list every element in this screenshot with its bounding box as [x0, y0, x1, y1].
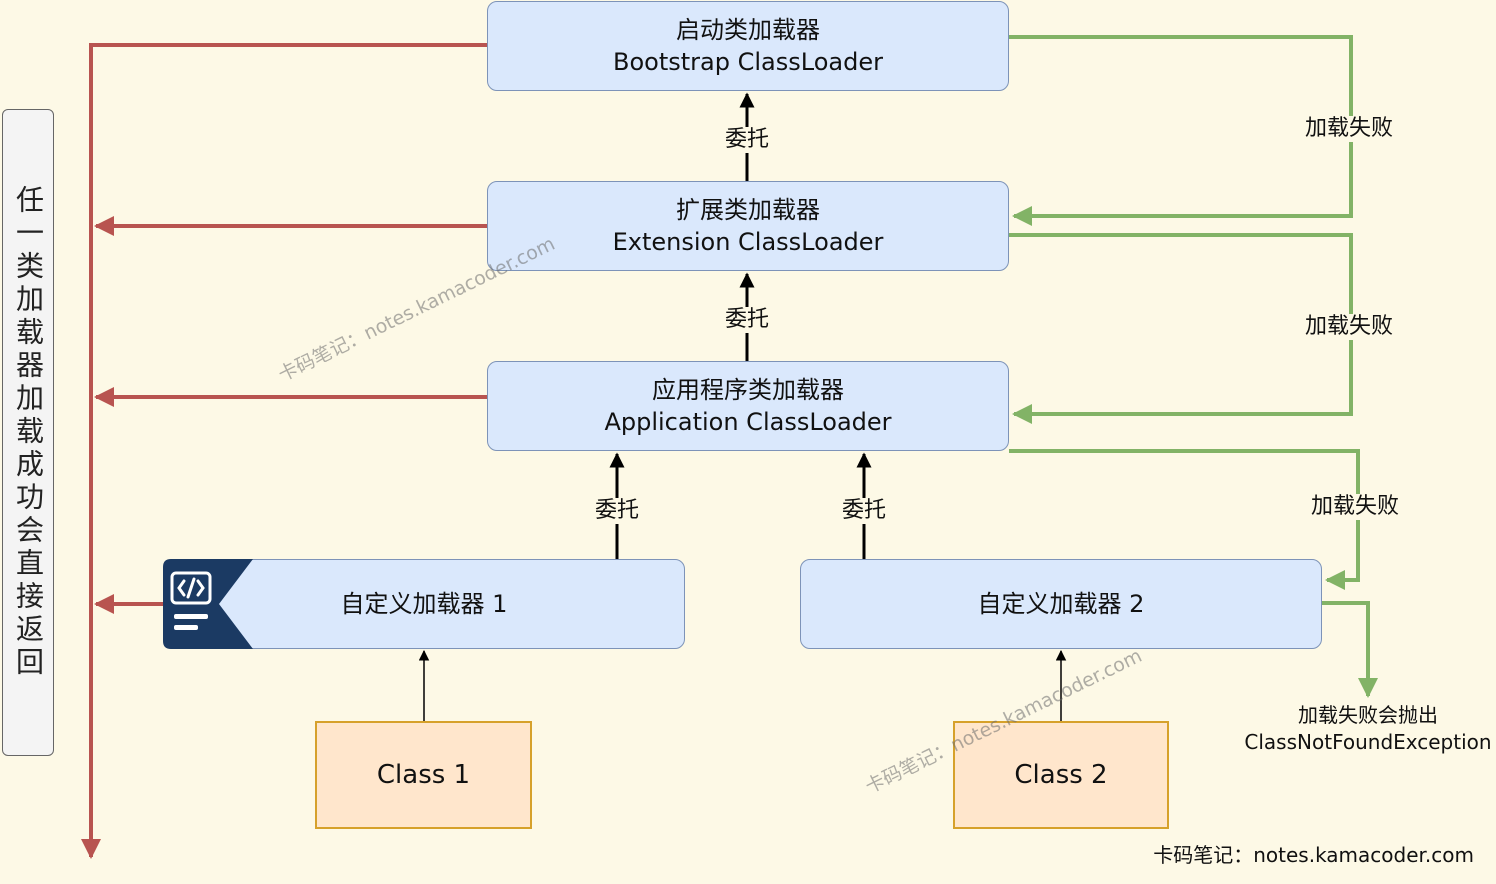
class-2-label: Class 2	[1014, 760, 1108, 790]
exception-note-line2: ClassNotFoundException	[1244, 730, 1492, 754]
footer-credit: 卡码笔记：notes.kamacoder.com	[1153, 843, 1474, 867]
fail-label-application: 加载失败	[1311, 494, 1400, 520]
custom2-title: 自定义加载器 2	[977, 590, 1145, 618]
custom-classloader-1-node: 自定义加载器 1	[163, 559, 685, 649]
delegate-label-extension: 委托	[725, 307, 770, 333]
application-classloader-node: 应用程序类加载器 Application ClassLoader	[487, 361, 1009, 451]
application-title-cn: 应用程序类加载器	[652, 376, 844, 404]
fail-arrow-bootstrap-to-extension	[1009, 35, 1353, 226]
return-direct-text: 任一类加载器加载成功会直接返回	[12, 185, 45, 680]
class-2-box: Class 2	[953, 721, 1169, 829]
fail-label-bootstrap: 加载失败	[1305, 116, 1394, 142]
kamacoder-logo-icon	[163, 559, 253, 649]
return-trunk-line	[81, 43, 487, 859]
fail-arrow-custom2-to-exception	[1322, 601, 1378, 698]
bootstrap-title-en: Bootstrap ClassLoader	[613, 48, 883, 76]
fail-label-extension: 加载失败	[1305, 314, 1394, 340]
extension-classloader-node: 扩展类加载器 Extension ClassLoader	[487, 181, 1009, 271]
fail-arrow-extension-to-application	[1009, 233, 1353, 424]
class-1-label: Class 1	[376, 760, 471, 790]
bootstrap-title-cn: 启动类加载器	[676, 16, 820, 44]
return-direct-label: 任一类加载器加载成功会直接返回	[2, 109, 54, 756]
application-title-en: Application ClassLoader	[604, 408, 892, 436]
delegate-label-custom1: 委托	[595, 498, 640, 524]
custom1-title: 自定义加载器 1	[340, 590, 508, 618]
bootstrap-classloader-node: 启动类加载器 Bootstrap ClassLoader	[487, 1, 1009, 91]
extension-title-cn: 扩展类加载器	[676, 196, 820, 224]
extension-title-en: Extension ClassLoader	[612, 228, 884, 256]
exception-note: 加载失败会抛出 ClassNotFoundException	[1240, 702, 1496, 756]
class-1-box: Class 1	[315, 721, 532, 829]
delegate-label-bootstrap: 委托	[725, 127, 770, 153]
delegate-label-custom2: 委托	[842, 498, 887, 524]
exception-note-line1: 加载失败会抛出	[1298, 703, 1438, 727]
custom-classloader-2-node: 自定义加载器 2	[800, 559, 1322, 649]
